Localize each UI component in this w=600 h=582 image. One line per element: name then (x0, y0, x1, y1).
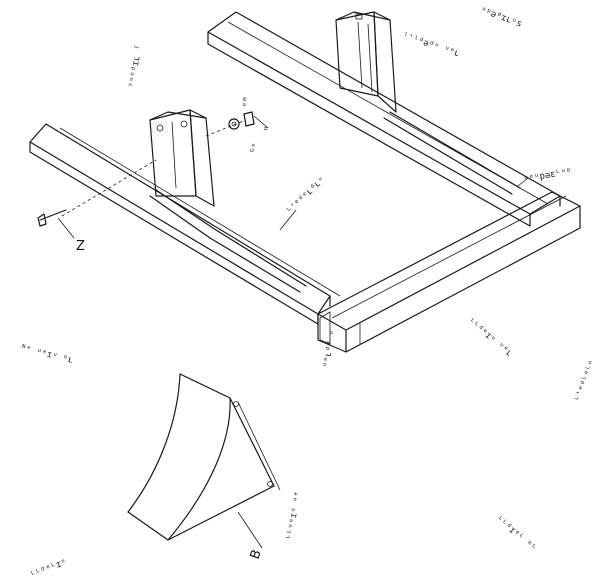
right-rail (207, 11, 561, 227)
label-bolt-a: ᵉᴹ (241, 96, 253, 108)
center-rail-leader (279, 209, 297, 231)
label-upper-bracket: ˡ'ˡᵈəᵈᵘ ᵘᵉʟ (401, 31, 461, 59)
callout-b: B (248, 548, 265, 562)
inner-rail (149, 111, 521, 293)
label-top-right: ᵘᵖəᵈɪʟᵘs (479, 5, 523, 29)
callout-z: Z (76, 239, 85, 254)
corner-leader (517, 177, 529, 187)
right-bracket (335, 11, 397, 113)
left-bracket (149, 109, 215, 207)
wedge-part (127, 373, 281, 549)
label-right-rail: ᵘᵉᵘpəɛᴸᵘᵖ (523, 167, 573, 185)
left-rail (29, 123, 341, 325)
bolt-z (37, 159, 157, 239)
front-cross-member (317, 191, 581, 353)
label-bolt-b: ᴴ (263, 125, 274, 132)
hardware-stack (205, 111, 269, 137)
label-wedge: ᴸᴸᵘᵉɪᵘ ᵘᵉ (285, 491, 303, 541)
label-corner-post: ᵘᵉʟᵈᵈ ᵘ (321, 329, 339, 368)
label-bottom-left: ᴸᴸᴼᵉᴸɪᵘ (29, 557, 68, 580)
label-left-vertical: ˢᵘᵉᵈɪʟ ᴵ (127, 44, 144, 88)
label-bottom-right: ᴸᴸᵈɪᵉᴸ ᵉᴸ (494, 515, 538, 554)
label-far-right: ᴸ'ᵉᵈᴸᵉᴸᵘ (573, 359, 597, 403)
label-bolt-c: ᴳᵉ (249, 142, 261, 154)
label-mid-right: ᴸᴸᵈᵉɪᵘ ᵘᵉʟ (466, 317, 514, 359)
label-center-rail: ᴸ'ᵉᵈᵉʟᵈʟᵘ (285, 175, 327, 216)
label-mid-left: ᴺᵉ ᵘᵉɪᵘ ᵉʟ (19, 343, 74, 366)
